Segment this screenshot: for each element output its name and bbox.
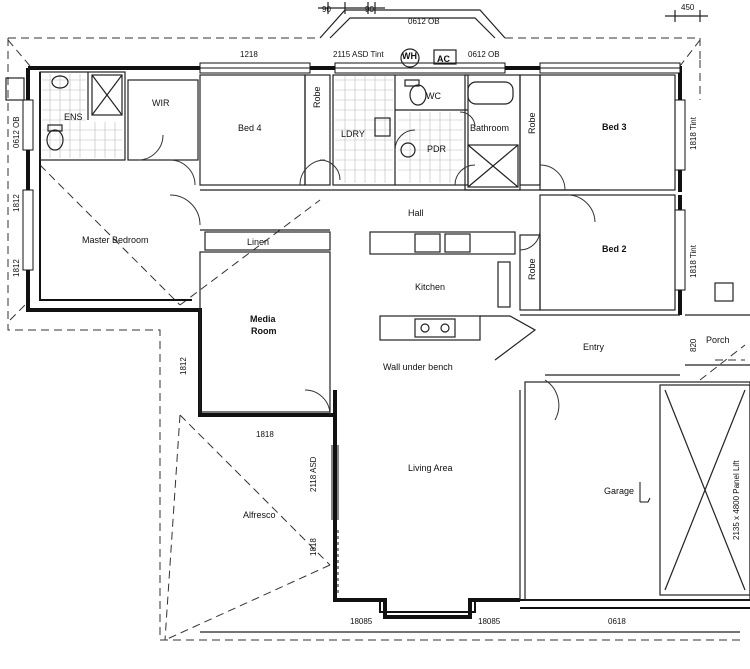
exterior-walls — [26, 66, 750, 619]
label-master-bedroom: Master Bedroom — [82, 235, 149, 245]
label-alfresco: Alfresco — [243, 510, 276, 520]
label-hall: Hall — [408, 208, 424, 218]
bath-icon — [467, 81, 514, 105]
label-wh: WH — [402, 51, 417, 61]
trough-icon — [374, 117, 391, 137]
dim-garage-door: 2135 x 4800 Panel Lift — [732, 460, 741, 540]
label-wir: WIR — [152, 98, 170, 108]
label-media-line2: Room — [251, 326, 277, 336]
wet-area-tiles — [42, 74, 519, 188]
label-entry: Entry — [583, 342, 605, 352]
sliding-doors — [331, 445, 339, 595]
toilet-wc-icon — [409, 84, 427, 106]
label-bed3: Bed 3 — [602, 122, 627, 132]
label-robe-bed3: Robe — [527, 112, 537, 134]
label-robe-bed2: Robe — [527, 258, 537, 280]
dim-1812-media: 1812 — [179, 357, 188, 375]
label-pdr: PDR — [427, 144, 447, 154]
dim-0618: 0618 — [608, 617, 626, 626]
dim-90-a: 90 — [322, 5, 331, 14]
label-linen: Linen — [247, 237, 269, 247]
dim-1818-tint-bed3: 1818 Tint — [689, 116, 698, 150]
toilet-ens-icon — [46, 129, 64, 151]
label-media-line1: Media — [250, 314, 277, 324]
dim-1818-alfresco-side: 1818 — [309, 538, 318, 556]
dim-1812-b: 1812 — [12, 259, 21, 277]
label-ens: ENS — [64, 112, 83, 122]
dim-1812-a: 1812 — [12, 194, 21, 212]
label-ac: AC — [437, 54, 450, 64]
label-kitchen: Kitchen — [415, 282, 445, 292]
garage-arrow-icon — [639, 482, 651, 503]
dim-2118-asd: 2118 ASD — [309, 456, 318, 492]
dim-1818-tint-bed2: 1818 Tint — [689, 244, 698, 278]
dim-0612-ob-top: 0612 OB — [408, 17, 440, 26]
label-bed2: Bed 2 — [602, 244, 627, 254]
doors — [137, 111, 596, 421]
dim-18085-left: 18085 — [350, 617, 373, 626]
internal-walls — [39, 71, 750, 601]
top-dimensions — [318, 2, 708, 22]
dim-820: 820 — [689, 338, 698, 352]
top-bay — [319, 9, 506, 39]
label-bathroom: Bathroom — [470, 123, 509, 133]
dim-90-b: 90 — [365, 5, 374, 14]
dim-1218: 1218 — [240, 50, 258, 59]
label-garage: Garage — [604, 486, 634, 496]
label-wc: WC — [426, 91, 441, 101]
label-living-area: Living Area — [408, 463, 453, 473]
label-wall-under-bench: Wall under bench — [383, 362, 453, 372]
dim-1818-alfresco: 1818 — [256, 430, 274, 439]
dim-2115-asd-tint: 2115 ASD Tint — [333, 50, 384, 59]
label-ldry: LDRY — [341, 129, 365, 139]
label-robe-bed4: Robe — [312, 86, 322, 108]
label-porch: Porch — [706, 335, 730, 345]
dim-18085-right: 18085 — [478, 617, 501, 626]
basin-icon — [51, 75, 69, 89]
dim-450: 450 — [681, 3, 695, 12]
dim-0612-ob-left: 0612 OB — [12, 116, 21, 148]
label-bed4: Bed 4 — [238, 123, 262, 133]
fixtures — [5, 48, 514, 158]
dim-0612-ob-right: 0612 OB — [468, 50, 500, 59]
roof-outline — [7, 37, 746, 641]
basin-pdr-icon — [400, 142, 416, 158]
